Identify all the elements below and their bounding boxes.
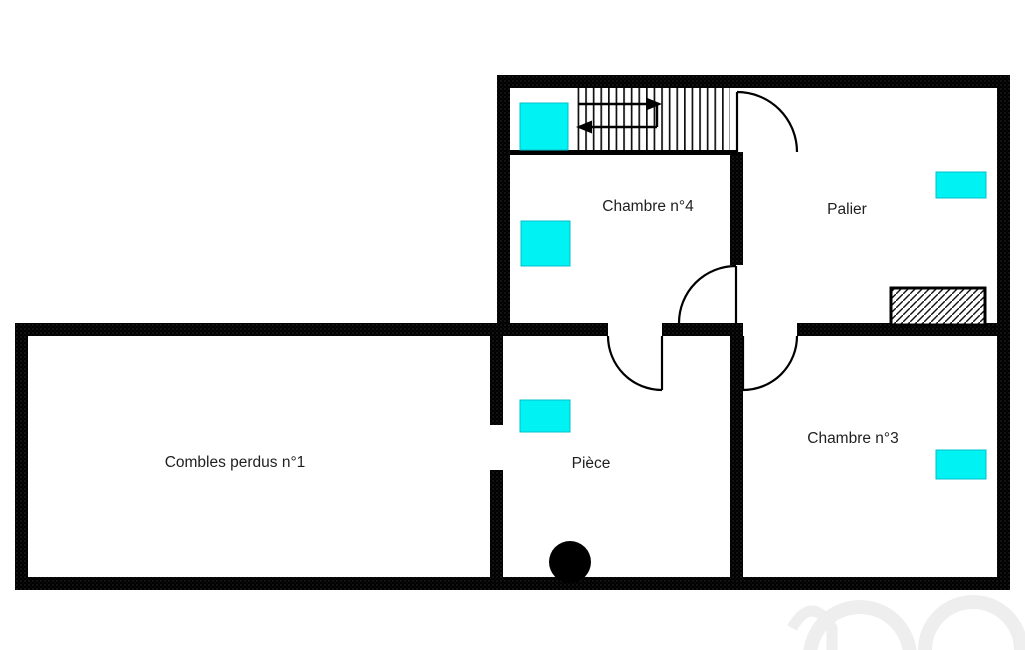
window-marker-chambre3 bbox=[935, 449, 987, 480]
door-arc-icon bbox=[606, 335, 663, 392]
stair-direction-arrow-up bbox=[578, 97, 662, 111]
room-label-chambre3: Chambre n°3 bbox=[807, 430, 899, 447]
flue-marker bbox=[549, 541, 591, 583]
wall-divider-chambre4-palier bbox=[730, 152, 743, 265]
stair-separator-line bbox=[510, 150, 737, 155]
window-marker-stairs bbox=[519, 102, 569, 151]
arrow-head-left-icon bbox=[576, 120, 592, 134]
wall-horizontal-middle bbox=[662, 323, 743, 336]
door-arc-icon bbox=[677, 264, 737, 324]
wall-horizontal-left bbox=[15, 323, 608, 336]
arrow-head-right-icon bbox=[646, 97, 662, 111]
wall-divider-piece-chambre3 bbox=[730, 336, 743, 590]
room-labels: Chambre n°4 Palier Combles perdus n°1 Pi… bbox=[165, 198, 899, 472]
wall-divider-combles-piece-lower bbox=[490, 470, 503, 577]
window-marker-chambre4 bbox=[520, 220, 571, 267]
stair-treads bbox=[572, 88, 730, 150]
wall-left-lower bbox=[15, 323, 28, 590]
door-stairs-palier bbox=[735, 90, 799, 153]
walls bbox=[15, 75, 1010, 590]
door-piece bbox=[606, 335, 664, 392]
wall-bottom bbox=[15, 577, 1010, 590]
room-label-piece: Pièce bbox=[572, 455, 611, 472]
room-label-chambre4: Chambre n°4 bbox=[602, 198, 694, 215]
door-chambre3 bbox=[741, 335, 799, 392]
watermark-shape bbox=[918, 595, 1025, 650]
room-label-combles: Combles perdus n°1 bbox=[165, 454, 306, 471]
window-marker-palier bbox=[935, 171, 987, 199]
room-label-palier: Palier bbox=[827, 201, 867, 218]
staircase bbox=[510, 88, 737, 155]
watermark bbox=[787, 595, 1025, 650]
stair-direction-arrow-down bbox=[576, 120, 657, 134]
door-chambre4-palier bbox=[677, 264, 738, 324]
door-arc-icon bbox=[742, 335, 799, 392]
door-arc-icon bbox=[736, 90, 799, 153]
watermark-shape bbox=[787, 605, 838, 650]
doors bbox=[606, 90, 799, 392]
wall-divider-combles-piece-upper bbox=[490, 336, 503, 425]
watermark-shape bbox=[803, 600, 917, 650]
wall-left-upper bbox=[497, 75, 510, 336]
wall-top-upper bbox=[497, 75, 1010, 88]
window-marker-piece bbox=[519, 399, 571, 433]
chimney-hatch bbox=[889, 286, 987, 327]
